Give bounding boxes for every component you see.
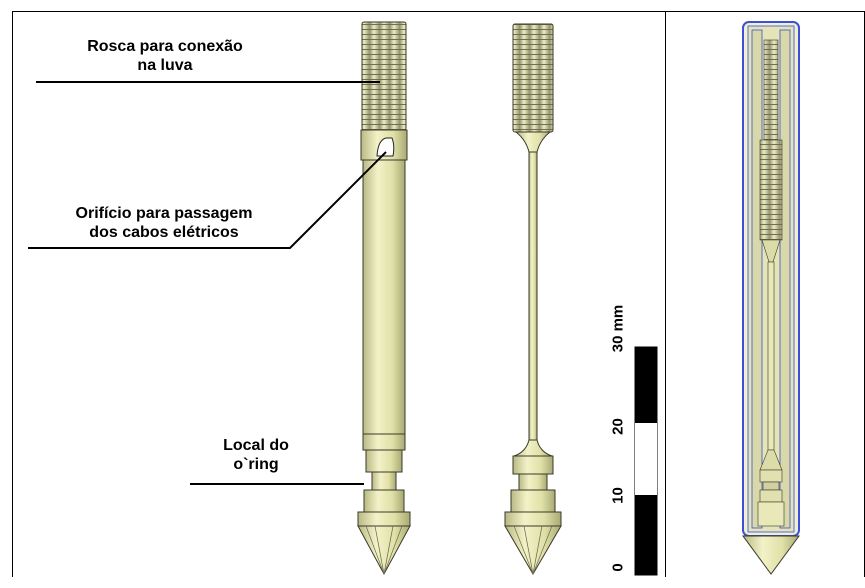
cone-tip (357, 525, 411, 576)
section-thread (763, 39, 779, 141)
section-thread-lower (759, 139, 783, 241)
core-rod (528, 151, 538, 441)
shaft-ring (362, 433, 406, 451)
leader-lines (28, 81, 387, 485)
core-cone-tip (504, 525, 562, 575)
oring-neck (371, 471, 397, 491)
scale-tick-10: 10 (609, 487, 627, 504)
main-shaft (362, 159, 406, 435)
label-hole: Orifício para passagem dos cabos elétric… (44, 204, 284, 242)
label-oring-line1: Local do (223, 437, 289, 454)
scale-bar (634, 346, 658, 576)
core-thread-section (512, 23, 554, 133)
label-thread-line2: na luva (137, 57, 193, 74)
section-cone-tip (742, 535, 800, 575)
core-neck (518, 473, 548, 491)
electrode-section-view (742, 21, 800, 575)
core-neck-top (514, 131, 552, 153)
scale-tick-0: 0 (609, 563, 627, 572)
oring-seat (363, 489, 405, 513)
core-groove-upper (512, 455, 554, 475)
cable-hole (376, 137, 395, 157)
electrode-side-view (357, 21, 411, 576)
outer-frame (12, 11, 865, 578)
label-oring: Local do o`ring (196, 436, 316, 474)
label-hole-line2: dos cabos elétricos (89, 224, 239, 241)
scale-unit-label: 30 mm (609, 304, 627, 353)
core-tip-base (504, 511, 562, 527)
core-seat (510, 489, 556, 513)
oring-groove-upper (365, 449, 403, 473)
leader-hole (28, 151, 387, 249)
scale-segment-top (635, 347, 657, 423)
scale-segment-bottom (635, 495, 657, 575)
label-thread: Rosca para conexão na luva (60, 37, 270, 75)
scale-tick-20: 20 (609, 418, 627, 435)
scale-segment-middle (635, 423, 657, 495)
label-hole-line1: Orifício para passagem (75, 205, 253, 222)
label-oring-line2: o`ring (233, 456, 279, 473)
section-core-rod (767, 261, 775, 451)
label-thread-line1: Rosca para conexão (87, 38, 243, 55)
electrode-core-view (504, 23, 562, 575)
thread-section (361, 21, 407, 131)
tip-base (357, 511, 411, 527)
core-neck-bottom (513, 439, 553, 457)
